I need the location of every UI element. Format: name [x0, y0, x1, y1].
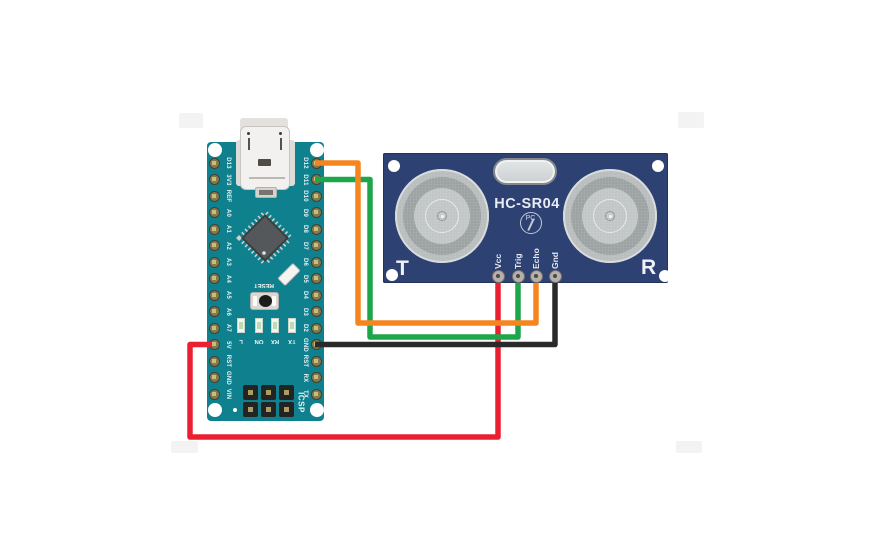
mcu-chip: [236, 209, 294, 267]
sensor-model-label: HC-SR04: [494, 196, 560, 212]
receiver-transducer: [563, 169, 657, 263]
led-l: [236, 318, 245, 333]
nano-right-pin-d2: [310, 322, 322, 334]
mounting-hole: [386, 269, 398, 281]
icsp-header-pin: [243, 402, 258, 417]
transmitter-letter: T: [396, 257, 409, 280]
icsp-header-pin: [261, 402, 276, 417]
chip-pin1-dot: [262, 251, 266, 255]
wire-red-5v-vcc[interactable]: [187, 283, 501, 440]
nano-left-pin-a2: [208, 240, 220, 251]
reset-button-cap: [259, 295, 272, 307]
receiver-letter: R: [641, 256, 657, 279]
nano-right-pin-tx: [310, 388, 322, 400]
nano-right-pin-d9: [310, 207, 322, 218]
nano-right-pin-d3: [310, 306, 322, 317]
nano-left-pin-gnd: [208, 372, 220, 383]
usb-tab-inner: [259, 190, 273, 195]
mounting-hole: [659, 270, 668, 282]
icsp-pin1-dot: [233, 408, 237, 412]
nano-right-pin-d8: [310, 223, 322, 235]
led-tx: [287, 318, 296, 333]
nano-left-pin-a1: [208, 223, 220, 235]
led-rx: [271, 318, 279, 333]
mounting-hole: [310, 143, 324, 157]
nano-left-pin-a4: [208, 273, 220, 284]
artifact-smudge: [678, 112, 704, 128]
usb-pin-bar: [247, 138, 250, 150]
led-on: [255, 318, 263, 333]
transducer-center-dot: [609, 215, 612, 218]
nano-right-pin-d10: [310, 190, 322, 202]
nano-right-pin-rst: [310, 355, 322, 367]
nano-right-pin-d6: [310, 256, 322, 268]
nano-left-pin-a7: [208, 322, 220, 334]
wire-green-d11-trig[interactable]: [315, 176, 521, 340]
nano-right-pin-d7: [310, 240, 322, 251]
nano-left-pin-d13: [208, 157, 220, 169]
artifact-smudge: [179, 113, 203, 128]
transmitter-transducer: [395, 169, 489, 263]
usb-pin-bar: [279, 138, 282, 150]
mounting-hole: [208, 143, 222, 157]
nano-left-pin-vin: [208, 388, 220, 400]
nano-left-pin-3v3: [208, 174, 220, 185]
sensor-pin-trig: [511, 269, 525, 283]
transducer-mesh: [566, 172, 654, 260]
transducer-mesh: [398, 172, 486, 260]
transducer-center-dot: [441, 215, 444, 218]
artifact-smudge: [171, 441, 198, 453]
icsp-header-pin: [279, 385, 294, 400]
icsp-header-pin: [279, 402, 294, 417]
artifact-smudge: [676, 441, 702, 453]
nano-left-pin-a0: [208, 207, 220, 218]
manufacturer-logo: PC: [520, 212, 542, 234]
mounting-hole: [310, 403, 324, 417]
icsp-header-pin: [261, 385, 276, 400]
mounting-hole: [388, 160, 400, 172]
sensor-pin-gnd: [548, 269, 562, 283]
crystal-oscillator: [493, 158, 557, 185]
wire-black-gnd-gnd[interactable]: [315, 283, 558, 348]
wire-orange-d12-echo[interactable]: [315, 160, 539, 326]
transducer-inner-ring: [593, 199, 627, 233]
mounting-hole: [208, 403, 222, 417]
nano-left-pin-ref: [208, 190, 220, 202]
nano-right-pin-d4: [310, 289, 322, 301]
nano-left-pin-rst: [208, 355, 220, 367]
usb-pin-dot: [279, 132, 282, 135]
icsp-header-pin: [243, 385, 258, 400]
nano-right-pin-rx: [310, 372, 322, 383]
nano-left-pin-a6: [208, 306, 220, 317]
nano-left-pin-a3: [208, 256, 220, 268]
sensor-pin-vcc: [491, 269, 505, 283]
usb-seam: [249, 177, 285, 179]
reset-button: [250, 292, 279, 310]
logo-text: PC: [525, 215, 536, 222]
nano-right-pin-d5: [310, 273, 322, 284]
transducer-inner-ring: [425, 199, 459, 233]
mounting-hole: [652, 160, 664, 172]
usb-pin-dot: [247, 132, 250, 135]
usb-slot: [258, 159, 271, 166]
sensor-pin-echo: [529, 269, 543, 283]
nano-left-pin-a5: [208, 289, 220, 301]
